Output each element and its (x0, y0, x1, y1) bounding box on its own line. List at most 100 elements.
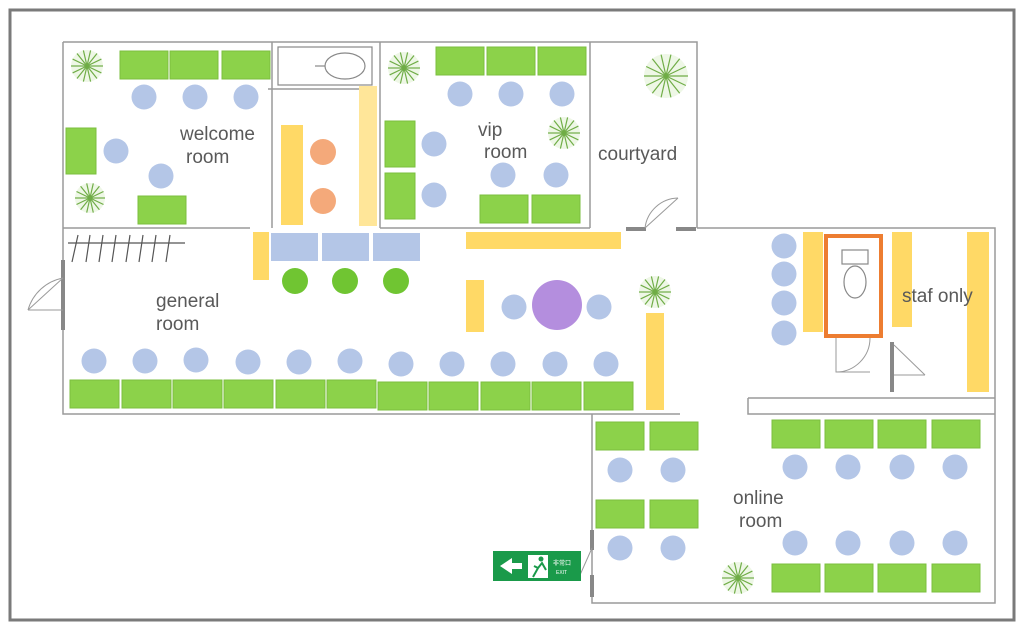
chair (182, 84, 208, 110)
chair (889, 454, 915, 480)
plant-leaf (737, 577, 749, 591)
chair (490, 162, 516, 188)
chair (286, 349, 312, 375)
plant-leaf (89, 183, 94, 199)
plant-icon (722, 562, 754, 594)
plant-leaf (644, 291, 656, 305)
plant-leaf (403, 52, 409, 69)
plant-leaf (640, 284, 656, 293)
desk (595, 421, 645, 451)
plant-leaf (89, 185, 100, 199)
desk (649, 499, 699, 529)
online-room-label-1: online (733, 488, 784, 509)
plant-leaf (403, 67, 409, 84)
plant-leaf (723, 577, 739, 586)
plant-icon (75, 183, 105, 213)
exit-sign-en: EXIT (556, 570, 567, 576)
green-seat (332, 268, 358, 294)
desk (824, 563, 874, 593)
plant-leaf (563, 132, 569, 149)
walls (62, 41, 996, 604)
plant-leaf (737, 565, 749, 579)
plant-icon (548, 117, 580, 149)
desk (223, 379, 274, 409)
chair (501, 294, 527, 320)
plant-leaf (89, 190, 104, 199)
plant-icon (388, 52, 420, 84)
desk (384, 172, 416, 220)
emergency-exit-icon: 非常口 EXIT (493, 551, 581, 581)
plant-leaf (640, 291, 656, 300)
plant-leaf (89, 197, 104, 206)
plant-leaf (733, 577, 739, 594)
chair (607, 535, 633, 561)
chair (782, 530, 808, 556)
plant-leaf (660, 54, 667, 77)
plant-leaf (563, 132, 575, 146)
plants (71, 50, 754, 594)
stool (310, 188, 336, 214)
plant-leaf (654, 291, 670, 300)
chair (421, 182, 447, 208)
chair (235, 349, 261, 375)
counter (359, 86, 377, 226)
desk (69, 379, 120, 409)
desk (649, 421, 699, 451)
plant-leaf (76, 65, 88, 79)
chair (782, 454, 808, 480)
counter (466, 232, 621, 249)
desk (384, 120, 416, 168)
desk (428, 381, 479, 411)
benches (271, 233, 420, 261)
plant-leaf (563, 117, 569, 134)
plant-leaf (86, 53, 98, 67)
desk (771, 419, 821, 449)
plant-leaf (403, 67, 415, 81)
desk (377, 381, 428, 411)
plant-leaf (644, 279, 656, 293)
plant-leaf (727, 565, 739, 579)
desk (479, 194, 529, 224)
plant-leaf (737, 570, 753, 579)
desk (877, 419, 927, 449)
plant-leaf (727, 577, 739, 591)
plant-leaf (559, 117, 565, 134)
chair (81, 348, 107, 374)
plant-icon (71, 50, 103, 82)
plant-leaf (723, 570, 739, 579)
desk (931, 419, 981, 449)
coat-rack-icon (68, 234, 185, 263)
plant-leaf (82, 65, 88, 82)
chair (337, 348, 363, 374)
plant-leaf (80, 185, 91, 199)
plant-leaf (654, 284, 670, 293)
plant-leaf (86, 65, 98, 79)
desk (326, 379, 377, 409)
welcome-room-label-2: room (186, 147, 229, 168)
chair (542, 351, 568, 377)
plant-leaf (651, 58, 667, 77)
chair (771, 320, 797, 346)
plant-leaf (82, 50, 88, 67)
plant-leaf (393, 55, 405, 69)
counter (803, 232, 823, 332)
chair (388, 351, 414, 377)
plant-leaf (654, 279, 666, 293)
desk (121, 379, 172, 409)
round-table (532, 280, 582, 330)
plant-leaf (80, 197, 91, 211)
plant-leaf (393, 67, 405, 81)
counter (466, 280, 484, 332)
plant-leaf (563, 120, 575, 134)
plant-leaf (737, 562, 743, 579)
desk (169, 50, 219, 80)
chair (543, 162, 569, 188)
plant-leaf (403, 67, 419, 76)
desk (65, 127, 97, 175)
chair (447, 81, 473, 107)
door-jambs (61, 227, 894, 597)
plant-leaf (654, 291, 666, 305)
plant-leaf (399, 67, 405, 84)
chair (835, 530, 861, 556)
desk (595, 499, 645, 529)
